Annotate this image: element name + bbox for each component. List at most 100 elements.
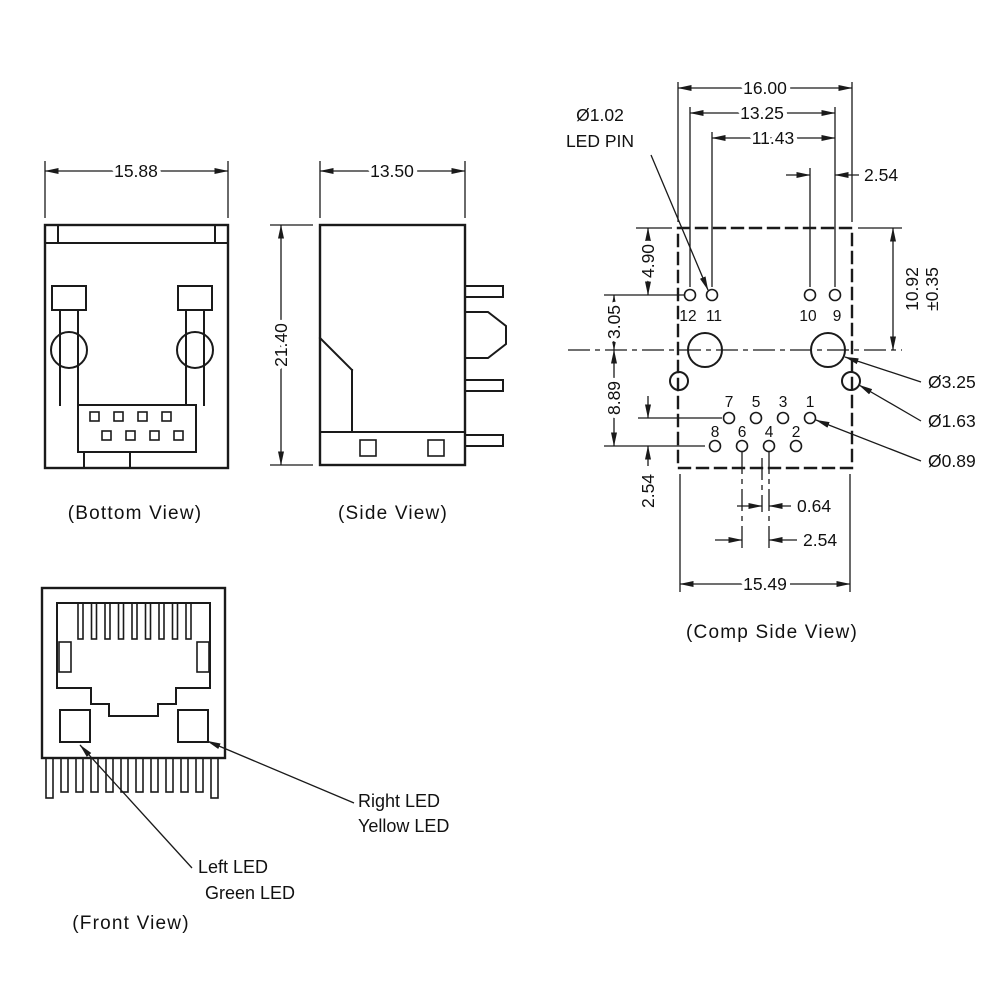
contact-hole-1 bbox=[803, 411, 817, 425]
bottom-tab bbox=[83, 451, 131, 469]
led-pin-hole-11 bbox=[705, 288, 719, 302]
bottom-body-outline bbox=[43, 223, 230, 470]
post-hole-left bbox=[687, 332, 723, 368]
pin-number-5: 5 bbox=[752, 394, 761, 411]
pin-number-4: 4 bbox=[765, 424, 774, 441]
left-led-color: Green LED bbox=[205, 883, 295, 903]
dim-text-2-54-bottom: 2.54 bbox=[803, 530, 837, 550]
leg bbox=[195, 757, 204, 793]
pin-square bbox=[137, 411, 148, 422]
leg bbox=[60, 757, 69, 793]
peg-hole-left bbox=[669, 371, 689, 391]
leg bbox=[120, 757, 129, 793]
dim-text-15-88: 15.88 bbox=[114, 161, 158, 181]
shield-clip-right bbox=[177, 285, 213, 311]
dim-text-2-54-left: 2.54 bbox=[638, 474, 658, 508]
pin-number-1: 1 bbox=[806, 394, 815, 411]
contact-blade bbox=[77, 602, 84, 640]
callout-right-led: Right LED Yellow LED bbox=[206, 740, 449, 836]
solder-pin-bottom bbox=[464, 434, 504, 447]
led-pin-dia-text: Ø1.02 bbox=[576, 105, 624, 125]
solder-pin-top bbox=[464, 285, 504, 298]
contact-blade bbox=[104, 602, 111, 640]
contact-hole-7 bbox=[722, 411, 736, 425]
dim-text-tol: ±0.35 bbox=[922, 267, 942, 311]
dim-text-15-49: 15.49 bbox=[743, 574, 787, 594]
front-view-label: (Front View) bbox=[72, 913, 190, 934]
callout-diameters: Ø3.25 Ø1.63 Ø0.89 bbox=[815, 356, 976, 471]
leg bbox=[135, 757, 144, 793]
leg bbox=[180, 757, 189, 793]
dim-text-16-00: 16.00 bbox=[743, 78, 787, 98]
pin-square bbox=[89, 411, 100, 422]
pin-number-12: 12 bbox=[679, 308, 696, 325]
led-pin-hole-10 bbox=[803, 288, 817, 302]
dim-text-2-54-top: 2.54 bbox=[864, 165, 898, 185]
contact-hole-2 bbox=[789, 439, 803, 453]
dim-comp-left-stack: 4.90 3.05 8.89 2.54 bbox=[600, 227, 722, 512]
leg bbox=[90, 757, 99, 793]
pin-number-7: 7 bbox=[725, 394, 734, 411]
leg bbox=[165, 757, 174, 793]
contact-blade bbox=[144, 602, 152, 640]
solder-pin-mid bbox=[464, 379, 504, 392]
dim-side-height: 21.40 bbox=[267, 224, 313, 466]
side-tab-left bbox=[58, 641, 72, 673]
base-pad bbox=[359, 439, 377, 457]
contact-hole-6 bbox=[735, 439, 749, 453]
dim-text-4-90: 4.90 bbox=[638, 244, 658, 278]
pin-number-9: 9 bbox=[833, 308, 842, 325]
dim-text-11-43: 11.43 bbox=[752, 128, 795, 148]
dim-text-13-25: 13.25 bbox=[740, 103, 784, 123]
contact-blade bbox=[90, 602, 98, 640]
front-body-outline bbox=[40, 586, 227, 760]
dim-text-0-64: 0.64 bbox=[797, 496, 831, 516]
pin-square bbox=[125, 430, 136, 441]
dim-text-21-40: 21.40 bbox=[271, 323, 291, 367]
bottom-view-label: (Bottom View) bbox=[68, 503, 203, 524]
pin-number-8: 8 bbox=[711, 424, 720, 441]
comp-side-view-label: (Comp Side View) bbox=[686, 622, 858, 643]
pin-square bbox=[101, 430, 112, 441]
peg-hole-right bbox=[841, 371, 861, 391]
pin-number-2: 2 bbox=[792, 424, 801, 441]
side-view-label: (Side View) bbox=[338, 503, 448, 524]
callout-left-led: Left LED Green LED bbox=[79, 744, 295, 903]
pin-square bbox=[113, 411, 124, 422]
shield-leg bbox=[45, 757, 54, 799]
shield-leg bbox=[210, 757, 219, 799]
pin-square bbox=[173, 430, 184, 441]
contact-hole-5 bbox=[749, 411, 763, 425]
side-view: 13.50 21.40 (Side View) bbox=[267, 157, 507, 524]
locating-post bbox=[464, 311, 507, 359]
dim-comp-bottom-stack: 0.64 2.54 15.49 bbox=[679, 452, 851, 598]
contact-hole-3 bbox=[776, 411, 790, 425]
front-view: Right LED Yellow LED Left LED Green LED … bbox=[40, 586, 449, 934]
dim-text-3-05: 3.05 bbox=[604, 305, 624, 339]
dim-side-width: 13.50 bbox=[319, 157, 466, 218]
right-led-window bbox=[177, 709, 209, 743]
dia-post-text: Ø3.25 bbox=[928, 372, 976, 392]
callout-led-pin: Ø1.02 LED PIN bbox=[566, 105, 709, 291]
left-led-window bbox=[59, 709, 91, 743]
mounting-post-right bbox=[176, 331, 214, 369]
led-pin-hole-12 bbox=[683, 288, 697, 302]
led-pin-label-text: LED PIN bbox=[566, 131, 634, 151]
pin-number-3: 3 bbox=[779, 394, 788, 411]
comp-side-view: 16.00 13.25 11.43 2.54 Ø1.02 LED PIN 4.9… bbox=[566, 74, 976, 643]
contact-blade bbox=[117, 602, 125, 640]
dim-text-8-89: 8.89 bbox=[604, 381, 624, 415]
comp-body-outline bbox=[676, 226, 854, 470]
dia-peg-text: Ø1.63 bbox=[928, 411, 976, 431]
dia-pin-text: Ø0.89 bbox=[928, 451, 976, 471]
left-led-title: Left LED bbox=[198, 857, 268, 877]
pin-square bbox=[161, 411, 172, 422]
base-pad bbox=[427, 439, 445, 457]
leg bbox=[150, 757, 159, 793]
dim-text-10-92: 10.92 bbox=[902, 267, 922, 311]
mounting-post-left bbox=[50, 331, 88, 369]
pin-number-10: 10 bbox=[799, 308, 817, 325]
pin-numbers: 12 11 10 9 7 5 3 1 8 6 4 2 bbox=[679, 308, 841, 441]
